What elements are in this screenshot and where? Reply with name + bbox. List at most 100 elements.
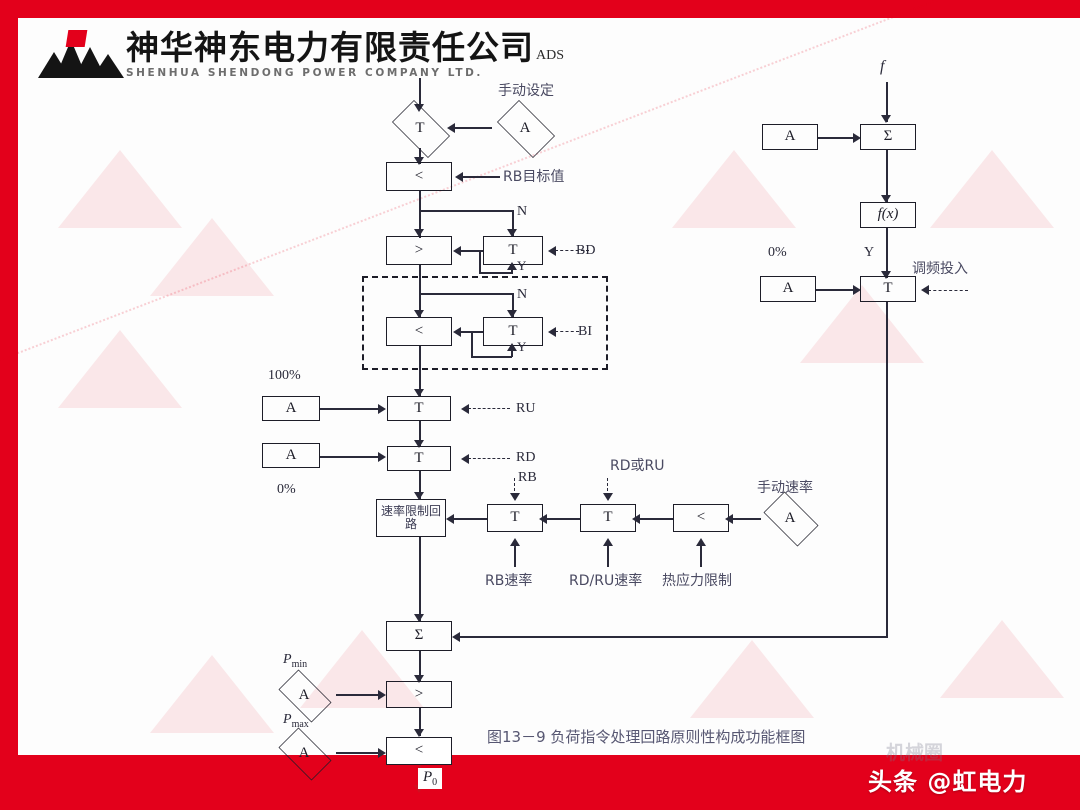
block-label: 速率限制回路 [380, 504, 441, 531]
arrow-down [507, 310, 517, 318]
block-compare-gt: > [386, 236, 452, 265]
arrow-left [632, 514, 640, 524]
block-label: > [414, 685, 424, 702]
label-bd: BD [576, 243, 596, 258]
connector [419, 265, 421, 317]
dashed-connector-bd [555, 250, 589, 251]
block-label: T [508, 241, 518, 258]
connector [512, 210, 514, 236]
label-frequency-input: f [880, 58, 885, 75]
connector [419, 210, 513, 212]
label-ru: RU [516, 401, 536, 416]
diamond-label: A [519, 119, 531, 136]
block-label: < [414, 167, 424, 184]
label-y-bi: Y [517, 339, 527, 354]
arrow-right [378, 690, 386, 700]
arrow-right [378, 748, 386, 758]
block-label: T [510, 509, 520, 526]
block-compare-lt-pmax: < [386, 737, 452, 765]
connector [479, 250, 481, 273]
account-watermark: 头条 @虹电力 [868, 768, 1028, 796]
arrow-down [414, 675, 424, 683]
block-a-0: A [262, 443, 320, 468]
connector [545, 518, 580, 520]
connector [700, 545, 702, 567]
label-n-bd: N [517, 204, 528, 219]
arrow-left [455, 172, 463, 182]
arrow-down [881, 271, 891, 279]
connector [419, 346, 421, 396]
arrow-up [507, 343, 517, 351]
connector [511, 266, 513, 274]
block-label: A [782, 280, 794, 297]
arrow-down [881, 115, 891, 123]
arrow-up [510, 538, 520, 546]
connector [419, 191, 421, 238]
label-100-percent: 100% [268, 368, 301, 383]
label-y-bd: Y [517, 258, 527, 273]
block-label: A [285, 399, 297, 416]
block-sum-freq: Σ [860, 124, 916, 150]
left-red-band [0, 0, 18, 810]
label-p-max: Pmax [283, 712, 309, 730]
block-label: f(x) [877, 206, 899, 223]
mountain-watermark [58, 330, 182, 408]
connector [419, 78, 421, 108]
connector [462, 176, 500, 178]
connector [638, 518, 673, 520]
connector [336, 752, 382, 754]
diamond-label: A [298, 744, 310, 761]
block-a-freq: A [762, 124, 818, 150]
diamond-manual-set-a: A [490, 107, 560, 149]
mountain-watermark [150, 218, 274, 296]
arrow-down [510, 493, 520, 501]
connector [607, 545, 609, 567]
diamond-label: A [784, 509, 796, 526]
arrow-up [507, 262, 517, 270]
label-p-min: Pmin [283, 652, 308, 670]
connector [452, 518, 487, 520]
figure-caption: 图13－9 负荷指令处理回路原则性构成功能框图 [487, 728, 806, 746]
arrow-down [414, 729, 424, 737]
arrow-down [414, 229, 424, 237]
block-label: T [414, 449, 424, 466]
red-flag-icon [65, 30, 88, 47]
bottom-red-band [0, 755, 1080, 810]
block-sum-main: Σ [386, 621, 452, 651]
dashed-connector-rdru [607, 478, 608, 496]
arrow-left [725, 514, 733, 524]
connector-feedback [886, 302, 888, 638]
dashed-connector-bi [555, 331, 579, 332]
block-t-rb: T [487, 504, 543, 532]
block-compare-gt-pmin: > [386, 681, 452, 708]
connector [818, 137, 858, 139]
connector [419, 148, 421, 164]
block-label: < [414, 742, 424, 759]
company-suffix: ADS [536, 47, 565, 63]
dashed-connector-rd [468, 458, 510, 459]
label-freq-enable: 调频投入 [912, 261, 968, 277]
arrow-left [548, 327, 556, 337]
block-compare-lt-rb: < [386, 162, 452, 191]
arrow-left [452, 632, 460, 642]
label-rdru-rate: RD/RU速率 [569, 573, 643, 589]
block-t-freq: T [860, 276, 916, 302]
arrow-down [881, 195, 891, 203]
label-manual-set: 手动设定 [498, 83, 554, 99]
arrow-down [414, 614, 424, 622]
mountain-watermark [690, 640, 814, 718]
arrow-down [414, 310, 424, 318]
block-label: Σ [883, 128, 893, 145]
block-rate-limit-circuit: 速率限制回路 [376, 499, 446, 537]
label-rb: RB [518, 470, 537, 485]
top-red-band [0, 0, 1080, 18]
label-freq-0-percent: 0% [768, 245, 787, 260]
connector [459, 250, 483, 252]
connector [511, 348, 513, 357]
block-t-bd: T [483, 236, 543, 265]
block-function-fx: f(x) [860, 202, 916, 228]
connector [471, 331, 473, 357]
connector [419, 471, 421, 499]
arrow-right [853, 285, 861, 295]
block-a-freq-0: A [760, 276, 816, 302]
